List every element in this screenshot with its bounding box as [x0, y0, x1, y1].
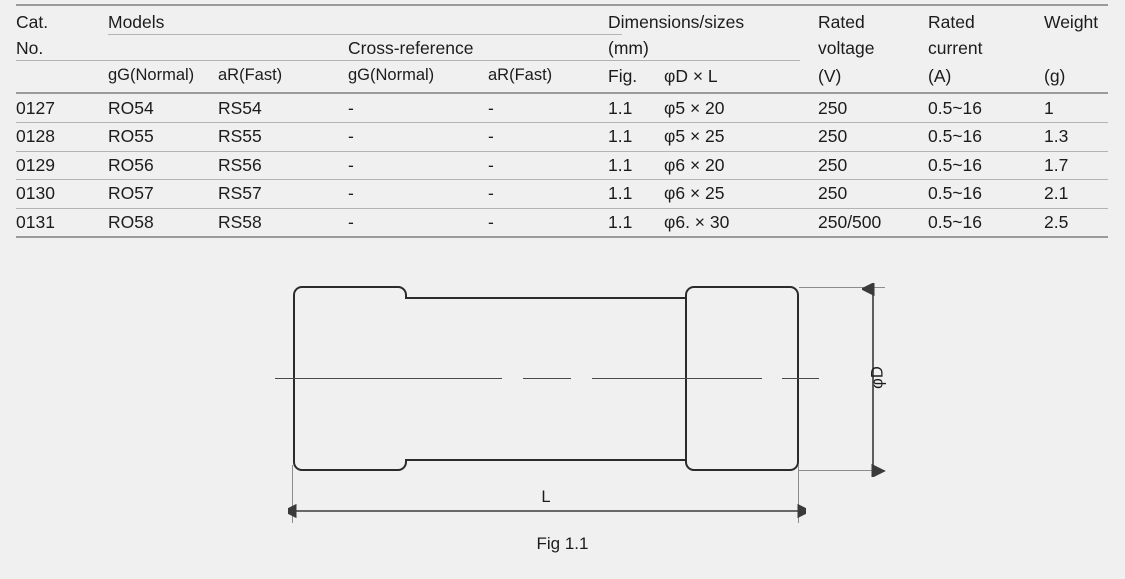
centerline-segment-right: [782, 378, 819, 379]
cell-xref-gg: -: [348, 183, 354, 204]
row-separator: [16, 179, 1108, 181]
cell-models-ar: RS57: [218, 183, 262, 204]
header-dimensions-line1: Dimensions/sizes: [608, 12, 745, 32]
header-cross-reference: Cross-reference: [348, 38, 474, 58]
header-rated-current-line2: current: [928, 38, 983, 58]
cell-size: φ5 × 20: [664, 98, 725, 118]
cell-models-ar: RS55: [218, 126, 262, 147]
header-models-gg: gG(Normal): [108, 66, 195, 84]
cell-fig: 1.1: [608, 154, 633, 175]
cell-size: φ6 × 20: [664, 154, 725, 175]
xref-group-rule: [16, 60, 622, 61]
header-xref-gg: gG(Normal): [348, 66, 435, 84]
fuse-body: [405, 297, 687, 461]
cell-xref-ar: -: [488, 98, 494, 118]
cell-xref-gg: -: [348, 154, 354, 175]
header-cat-no-line2: No.: [16, 38, 44, 58]
cell-xref-ar: -: [488, 211, 494, 232]
centerline-segment-left: [275, 378, 502, 379]
cell-rated-current: 0.5~16: [928, 154, 983, 175]
cell-weight: 1: [1044, 98, 1054, 118]
cell-models-ar: RS56: [218, 154, 262, 175]
l-dimension-arrow: [288, 503, 806, 519]
l-label: L: [541, 488, 551, 506]
cell-models-ar: RS58: [218, 211, 262, 232]
header-models-ar: aR(Fast): [218, 66, 283, 84]
cell-xref-ar: -: [488, 183, 494, 204]
phi-d-label: φD: [868, 366, 887, 389]
centerline-segment-mid-2: [592, 378, 762, 379]
dimensions-group-rule: [604, 60, 800, 61]
cell-xref-gg: -: [348, 98, 354, 118]
cell-rated-current: 0.5~16: [928, 211, 983, 232]
cell-rated-voltage: 250: [818, 98, 848, 118]
header-xref-ar: aR(Fast): [488, 66, 553, 84]
cell-cat-no: 0129: [16, 154, 55, 175]
cell-cat-no: 0128: [16, 126, 55, 147]
header-cat-no-line1: Cat.: [16, 12, 49, 32]
cell-rated-current: 0.5~16: [928, 126, 983, 147]
header-rated-voltage-line1: Rated: [818, 12, 865, 32]
cell-models-ar: RS54: [218, 98, 262, 118]
header-rated-current-line1: Rated: [928, 12, 975, 32]
cell-fig: 1.1: [608, 126, 633, 147]
header-phi-d-l: φD × L: [664, 66, 718, 86]
figure-caption: Fig 1.1: [536, 534, 589, 553]
cell-xref-gg: -: [348, 126, 354, 147]
header-dimensions-line2: (mm): [608, 38, 649, 58]
cell-rated-current: 0.5~16: [928, 98, 983, 118]
cell-xref-ar: -: [488, 154, 494, 175]
phi-d-extension-line-bottom: [799, 470, 885, 472]
cell-size: φ6 × 25: [664, 183, 725, 204]
header-rated-voltage-line2: voltage: [818, 38, 875, 58]
centerline-segment-mid-1: [523, 378, 571, 379]
cell-xref-ar: -: [488, 126, 494, 147]
cell-rated-voltage: 250: [818, 126, 848, 147]
cell-weight: 2.1: [1044, 183, 1069, 204]
cell-size: φ5 × 25: [664, 126, 725, 147]
cell-fig: 1.1: [608, 211, 633, 232]
header-weight-unit: (g): [1044, 66, 1066, 86]
phi-d-dimension-arrow: [862, 283, 886, 477]
cell-cat-no: 0131: [16, 211, 55, 232]
row-separator: [16, 150, 1108, 152]
cell-xref-gg: -: [348, 211, 354, 232]
header-models: Models: [108, 12, 165, 32]
table-bottom-rule: [16, 236, 1108, 238]
row-separator: [16, 122, 1108, 124]
row-separator: [16, 207, 1108, 209]
table-top-rule: [16, 4, 1108, 6]
cell-models-gg: RO57: [108, 183, 154, 204]
header-bottom-rule: [16, 92, 1108, 94]
header-rated-voltage-unit: (V): [818, 66, 842, 86]
cell-models-gg: RO54: [108, 98, 154, 118]
cell-fig: 1.1: [608, 98, 633, 118]
cell-weight: 2.5: [1044, 211, 1069, 232]
cell-size: φ6. × 30: [664, 211, 730, 232]
header-weight: Weight: [1044, 12, 1099, 32]
cell-weight: 1.7: [1044, 154, 1069, 175]
models-group-rule: [108, 34, 622, 35]
cell-rated-voltage: 250: [818, 154, 848, 175]
header-fig: Fig.: [608, 66, 638, 86]
fuse-drawing: φD L: [0, 255, 1125, 579]
l-extension-line-left: [292, 465, 294, 523]
cell-fig: 1.1: [608, 183, 633, 204]
cell-weight: 1.3: [1044, 126, 1069, 147]
cell-models-gg: RO58: [108, 211, 154, 232]
cell-cat-no: 0130: [16, 183, 55, 204]
cell-rated-voltage: 250: [818, 183, 848, 204]
cell-rated-voltage: 250/500: [818, 211, 882, 232]
cell-cat-no: 0127: [16, 98, 55, 118]
cell-models-gg: RO56: [108, 154, 154, 175]
header-rated-current-unit: (A): [928, 66, 952, 86]
cell-rated-current: 0.5~16: [928, 183, 983, 204]
l-extension-line-right: [798, 465, 800, 523]
phi-d-extension-line-top: [799, 287, 885, 289]
cell-models-gg: RO55: [108, 126, 154, 147]
